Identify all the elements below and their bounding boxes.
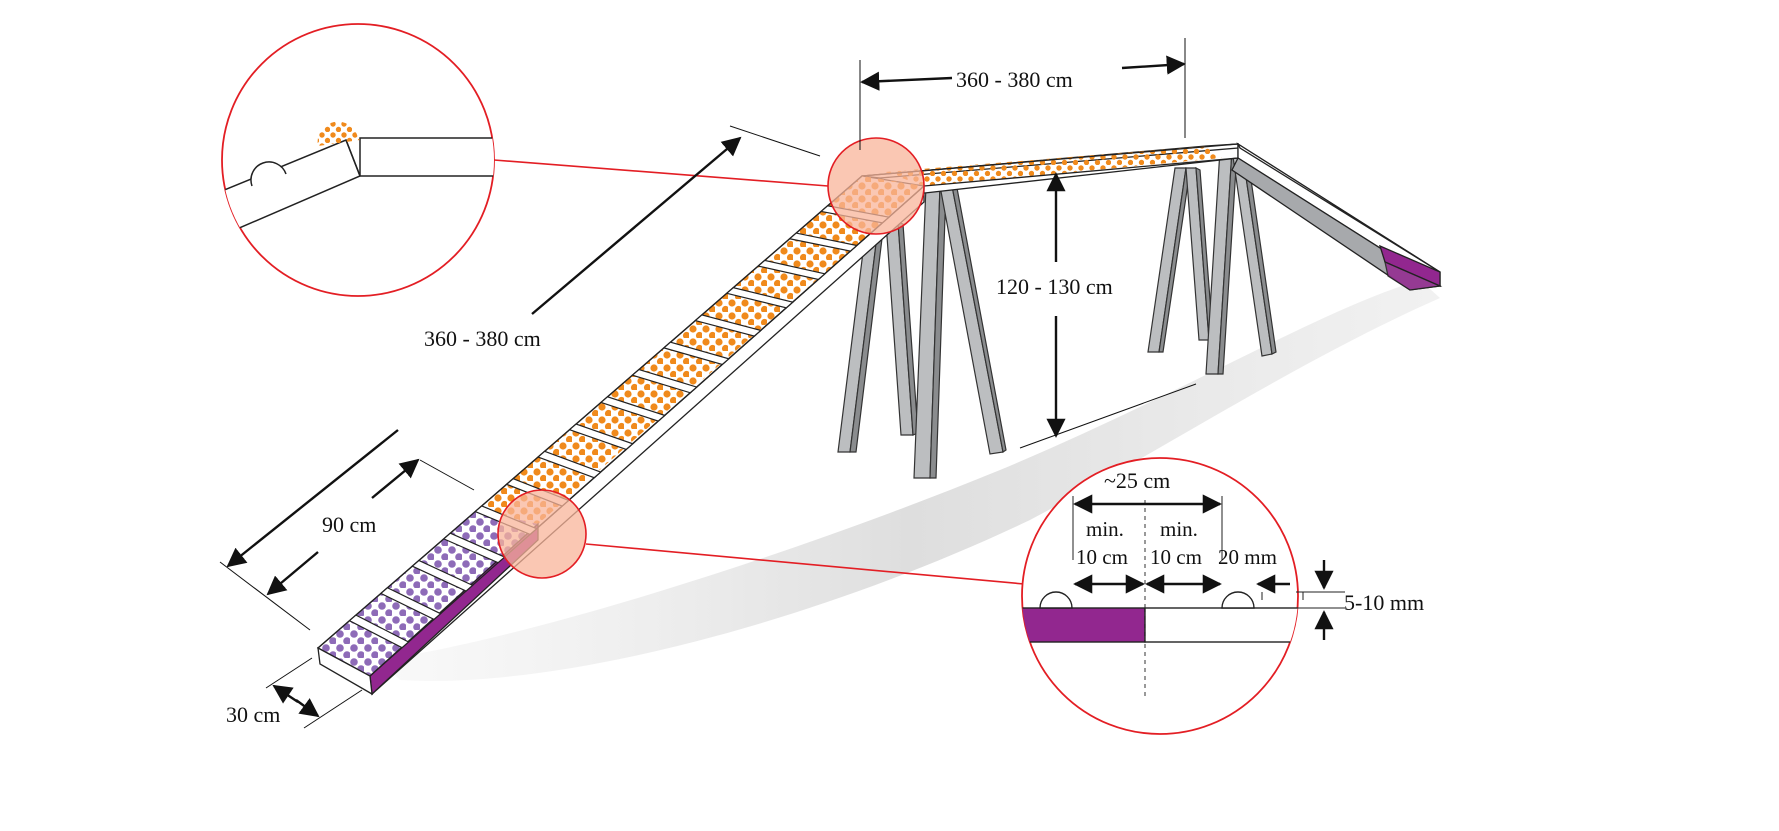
ramp-slat bbox=[568, 423, 634, 451]
top-span-label: 360 - 380 cm bbox=[956, 67, 1073, 92]
min-right-label-line1: min. bbox=[1160, 517, 1198, 541]
ramp-slat bbox=[379, 587, 442, 621]
right-ramp bbox=[1231, 142, 1443, 291]
slat-width-label: 20 mm bbox=[1218, 545, 1277, 569]
width-label: 30 cm bbox=[226, 702, 280, 727]
ramp-slat bbox=[756, 259, 827, 281]
slat-height-label: 5-10 mm bbox=[1344, 590, 1424, 615]
callout-contact-marker bbox=[497, 489, 587, 579]
ramp-slat bbox=[411, 559, 474, 592]
callout-bottom-connector bbox=[585, 543, 1025, 585]
ramp-slat bbox=[536, 450, 602, 479]
ramp-slat bbox=[662, 341, 731, 366]
min-left-label-line1: min. bbox=[1086, 517, 1124, 541]
top-plank bbox=[861, 143, 1239, 201]
ramp-slat bbox=[788, 232, 859, 252]
slat-spacing-label: ~25 cm bbox=[1104, 468, 1170, 493]
height-label: 120 - 130 cm bbox=[996, 274, 1113, 299]
min-right-label-line2: 10 cm bbox=[1150, 545, 1202, 569]
dimension-lines bbox=[219, 38, 1334, 729]
ramp-length-label: 360 - 380 cm bbox=[424, 326, 541, 351]
contact-zone-label: 90 cm bbox=[322, 512, 376, 537]
ramp-slat bbox=[725, 286, 795, 309]
ramp-slat bbox=[694, 314, 763, 337]
ground-shadow bbox=[380, 280, 1440, 681]
callout-top-connector bbox=[493, 159, 829, 187]
min-left-label-line2: 10 cm bbox=[1076, 545, 1128, 569]
support-legs bbox=[837, 149, 1277, 479]
callout-apex-marker bbox=[827, 137, 925, 235]
zoom-apex-detail bbox=[221, 23, 495, 297]
ramp-slat bbox=[348, 614, 410, 649]
ramp-slat bbox=[599, 396, 666, 422]
ramp-slat bbox=[631, 368, 698, 394]
zoom-slat-detail bbox=[1021, 457, 1345, 735]
